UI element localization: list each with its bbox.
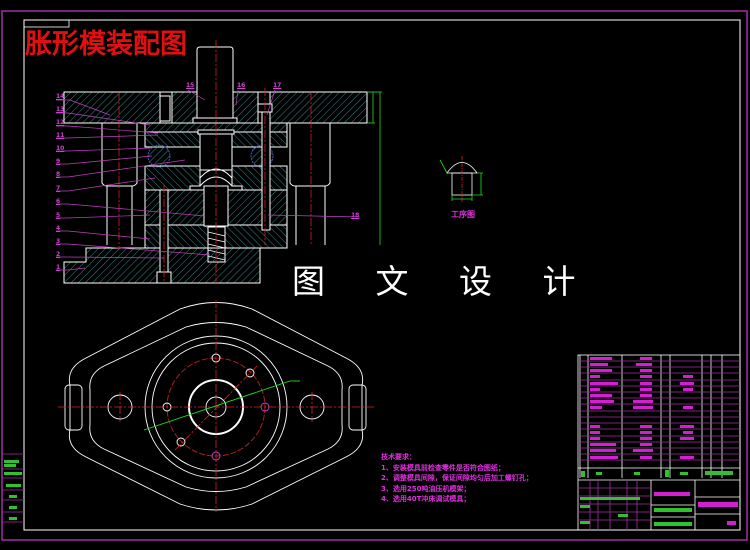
left-revision-strip bbox=[2, 453, 24, 523]
part-label: 6 bbox=[56, 198, 61, 205]
part-label: 15 bbox=[186, 82, 195, 89]
tech-item: 3、选用250吨油压机模架； bbox=[381, 484, 471, 493]
part-label: 8 bbox=[56, 171, 61, 178]
dimensions bbox=[367, 91, 382, 245]
section-view bbox=[63, 46, 368, 284]
die-shank bbox=[196, 46, 234, 122]
drawing-title: 胀形模装配图 bbox=[25, 29, 187, 60]
process-drawing-label: 工序图 bbox=[451, 210, 475, 219]
part-label: 1 bbox=[56, 264, 61, 271]
part-label: 5 bbox=[56, 212, 61, 219]
part-label: 4 bbox=[56, 225, 61, 232]
rubber-left bbox=[147, 144, 171, 168]
title-block bbox=[577, 354, 741, 531]
upper-die-right bbox=[231, 165, 288, 191]
ejector bbox=[203, 185, 229, 227]
left-guide-bush bbox=[101, 123, 138, 187]
part-label: 10 bbox=[56, 145, 65, 152]
process-part-drawing bbox=[439, 156, 483, 202]
right-guide-bush bbox=[289, 123, 331, 187]
tech-item: 1、安装模具前检查零件是否符合图纸； bbox=[381, 463, 505, 472]
dimension-leader bbox=[143, 380, 291, 431]
part-label: 11 bbox=[56, 132, 65, 139]
title-tag-box bbox=[23, 19, 70, 28]
part-label: 16 bbox=[237, 82, 246, 89]
part-label: 17 bbox=[273, 82, 282, 89]
tech-item: 4、选用40T冲床调试模具； bbox=[381, 495, 471, 503]
bolt-hole bbox=[245, 368, 255, 378]
screw-right bbox=[261, 109, 271, 231]
part-label: 2 bbox=[56, 251, 61, 258]
bolt-hole bbox=[176, 437, 186, 447]
watermark: 图 文 设 计 bbox=[292, 262, 596, 301]
part-leaders bbox=[56, 89, 361, 271]
tech-item: 2、调整模具间隙，保证间隙均匀后加工螺钉孔； bbox=[381, 474, 533, 482]
plan-view bbox=[58, 300, 374, 512]
part-label: 9 bbox=[56, 158, 61, 165]
part-label: 7 bbox=[56, 185, 61, 192]
inner-frame bbox=[23, 19, 741, 531]
slot-right bbox=[348, 384, 367, 431]
part-label: 12 bbox=[56, 119, 65, 126]
part-label: 3 bbox=[56, 238, 61, 245]
part-label: 18 bbox=[351, 212, 360, 219]
tech-heading: 技术要求： bbox=[381, 453, 416, 461]
inner-outline bbox=[89, 322, 343, 492]
part-label: 13 bbox=[56, 106, 65, 113]
outer-frame bbox=[1, 10, 748, 541]
centerlines bbox=[118, 40, 312, 283]
technical-requirements: 技术要求： 1、安装模具前检查零件是否符合图纸； 2、调整模具间隙，保证间隙均匀… bbox=[381, 452, 533, 505]
part-label: 14 bbox=[56, 93, 65, 100]
slot-left bbox=[64, 384, 83, 431]
